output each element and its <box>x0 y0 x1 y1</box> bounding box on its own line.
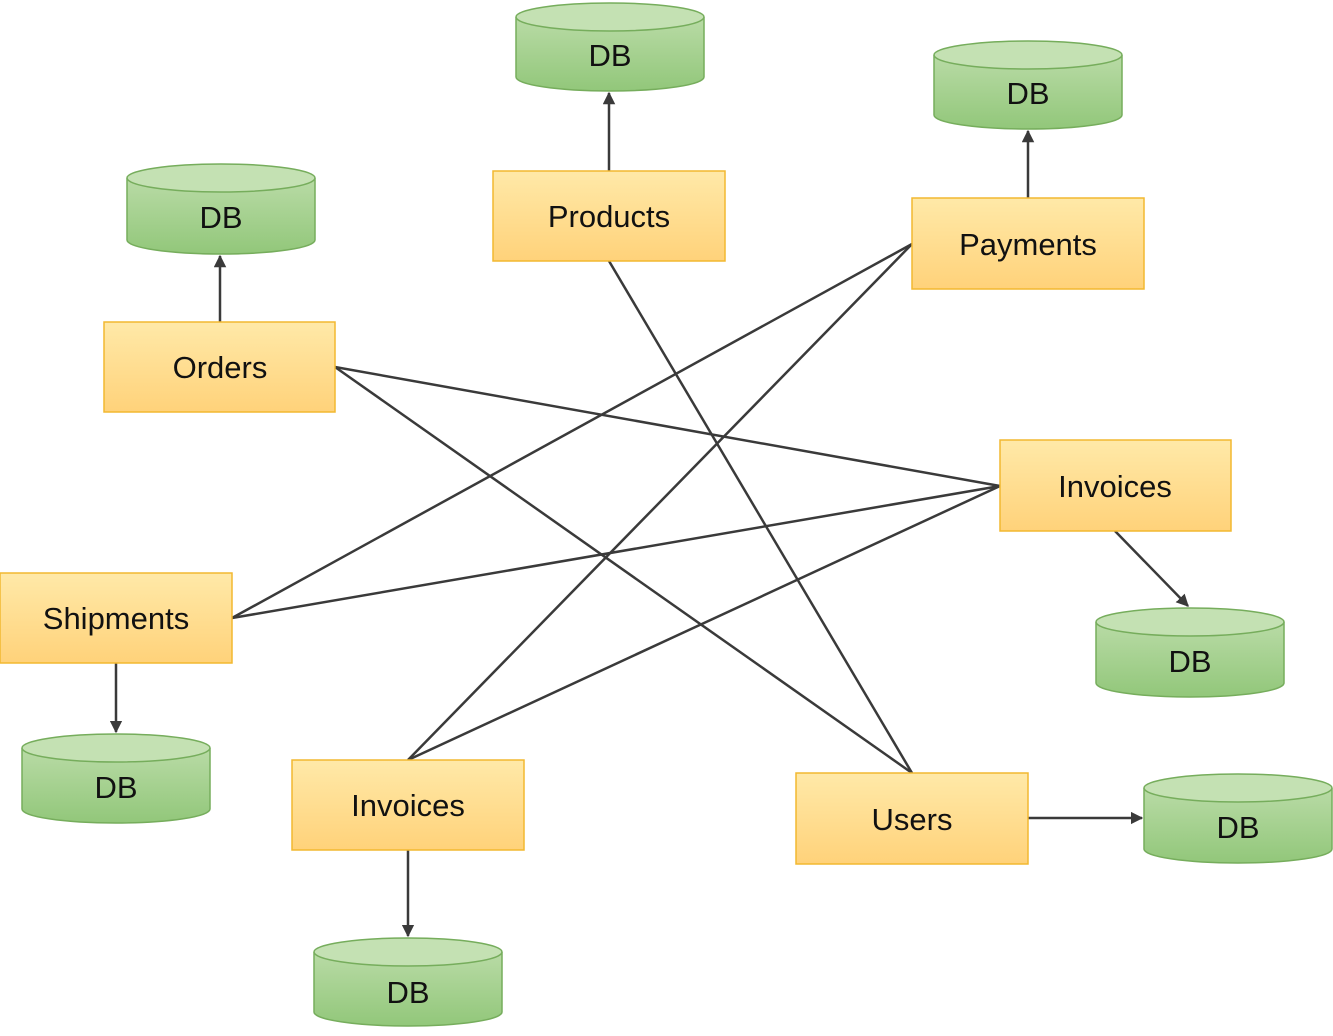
connector-orders-invoices-right <box>334 365 1001 488</box>
service-label: Invoices <box>1058 469 1172 504</box>
connector-orders-users <box>334 365 913 775</box>
arrow-invoices-right-db <box>1114 530 1189 607</box>
db-label: DB <box>1168 644 1211 679</box>
service-label: Payments <box>959 227 1097 262</box>
connector-products-users <box>607 260 914 774</box>
db-cylinder-invoices-bottom: DB <box>313 937 503 1027</box>
connector-invoices-right-invoices-bottom <box>407 484 1001 762</box>
db-label: DB <box>386 975 429 1010</box>
db-cylinder-products: DB <box>515 2 705 92</box>
service-connections <box>231 242 1001 775</box>
service-label: Products <box>548 199 670 234</box>
db-cylinder-invoices-right: DB <box>1095 607 1285 698</box>
db-label: DB <box>1216 810 1259 845</box>
connector-payments-invoices-bottom <box>407 243 913 761</box>
service-shipments[interactable]: Shipments <box>0 572 233 664</box>
db-label: DB <box>199 200 242 235</box>
service-invoices-bottom[interactable]: Invoices <box>291 759 525 851</box>
service-orders[interactable]: Orders <box>103 321 336 413</box>
db-label: DB <box>1006 76 1049 111</box>
service-invoices-right[interactable]: Invoices <box>999 439 1232 532</box>
service-label: Orders <box>173 350 268 385</box>
service-label: Shipments <box>43 601 189 636</box>
db-cylinder-orders: DB <box>126 163 316 255</box>
db-cylinder-users: DB <box>1143 773 1333 864</box>
service-label: Users <box>872 802 953 837</box>
db-cylinder-payments: DB <box>933 40 1123 130</box>
db-cylinder-shipments: DB <box>21 733 211 824</box>
db-label: DB <box>94 770 137 805</box>
service-products[interactable]: Products <box>492 170 726 262</box>
db-arrows <box>109 91 1189 938</box>
db-label: DB <box>588 38 631 73</box>
service-users[interactable]: Users <box>795 772 1029 865</box>
service-label: Invoices <box>351 788 465 823</box>
service-payments[interactable]: Payments <box>911 197 1145 290</box>
connector-payments-shipments <box>231 242 913 620</box>
connector-invoices-right-shipments <box>231 484 1001 620</box>
